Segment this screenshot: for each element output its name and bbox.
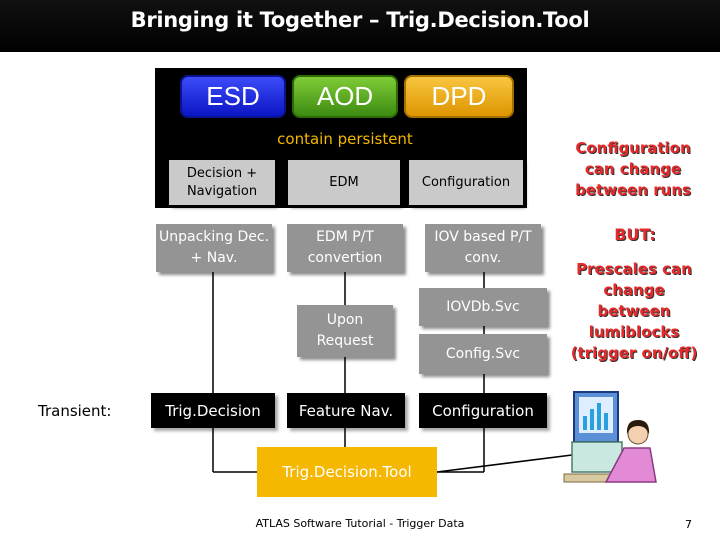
configsvc-box: Config.Svc <box>419 334 547 374</box>
iov-conversion-box: IOV based P/T conv. <box>425 224 541 272</box>
feature-nav-box: Feature Nav. <box>287 393 405 428</box>
connector-tool-to-user <box>436 453 581 473</box>
footer-text: ATLAS Software Tutorial - Trigger Data <box>255 517 465 530</box>
aod-format-box: AOD <box>292 75 398 118</box>
dpd-format-box: DPD <box>404 75 514 118</box>
iovdbsvc-box: IOVDb.Svc <box>419 288 547 326</box>
transient-label: Transient: <box>38 402 112 420</box>
configuration-persistent-box: Configuration <box>409 160 523 205</box>
config-change-note: Configuration can change between runs <box>575 139 691 199</box>
but-note: BUT: <box>614 225 656 244</box>
prescales-note: Prescales can change between lumiblocks … <box>570 260 698 362</box>
edm-box: EDM <box>288 160 400 205</box>
upon-request-box: Upon Request <box>297 305 393 357</box>
edm-pt-conversion-box: EDM P/T convertion <box>287 224 403 272</box>
title-bar <box>0 0 720 52</box>
trig-decision-tool-box: Trig.Decision.Tool <box>257 447 437 497</box>
page-number: 7 <box>685 518 692 531</box>
esd-format-box: ESD <box>180 75 286 118</box>
user-at-computer-icon <box>563 391 657 483</box>
unpacking-box: Unpacking Dec. + Nav. <box>156 224 272 272</box>
contain-persistent-label: contain persistent <box>277 130 413 148</box>
trig-decision-box: Trig.Decision <box>151 393 275 428</box>
decision-navigation-box: Decision + Navigation <box>169 160 275 205</box>
slide-title: Bringing it Together – Trig.Decision.Too… <box>130 8 590 32</box>
configuration-transient-box: Configuration <box>419 393 547 428</box>
